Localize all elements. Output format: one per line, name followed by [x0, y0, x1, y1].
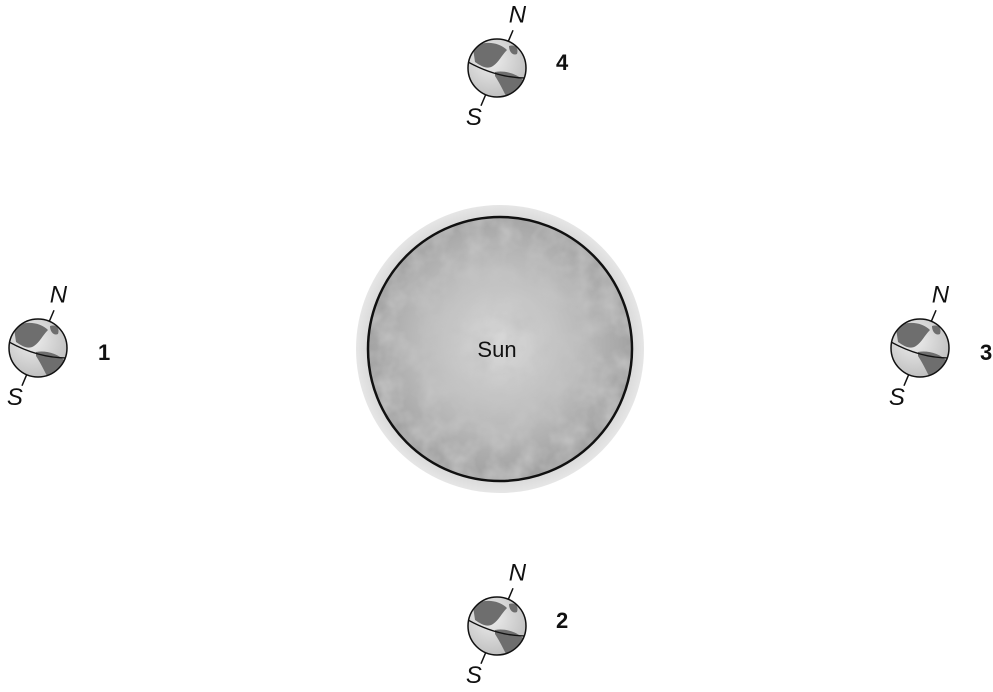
north-pole-label: N	[509, 560, 527, 587]
position-number: 4	[556, 50, 569, 75]
earth-3: N S 3	[889, 282, 992, 411]
south-pole-label: S	[7, 384, 23, 411]
position-number: 2	[556, 608, 568, 633]
sun: Sun	[356, 205, 644, 493]
south-pole-label: S	[466, 662, 482, 689]
sun-label: Sun	[477, 337, 516, 362]
south-pole-label: S	[466, 104, 482, 131]
north-pole-label: N	[932, 282, 950, 309]
position-number: 3	[980, 340, 992, 365]
earth-1: N S 1	[7, 282, 110, 411]
position-number: 1	[98, 340, 110, 365]
north-pole-label: N	[50, 282, 68, 309]
north-pole-label: N	[509, 2, 527, 29]
earth-2: N S 2	[466, 560, 568, 689]
south-pole-label: S	[889, 384, 905, 411]
earth-4: N S 4	[466, 2, 569, 131]
